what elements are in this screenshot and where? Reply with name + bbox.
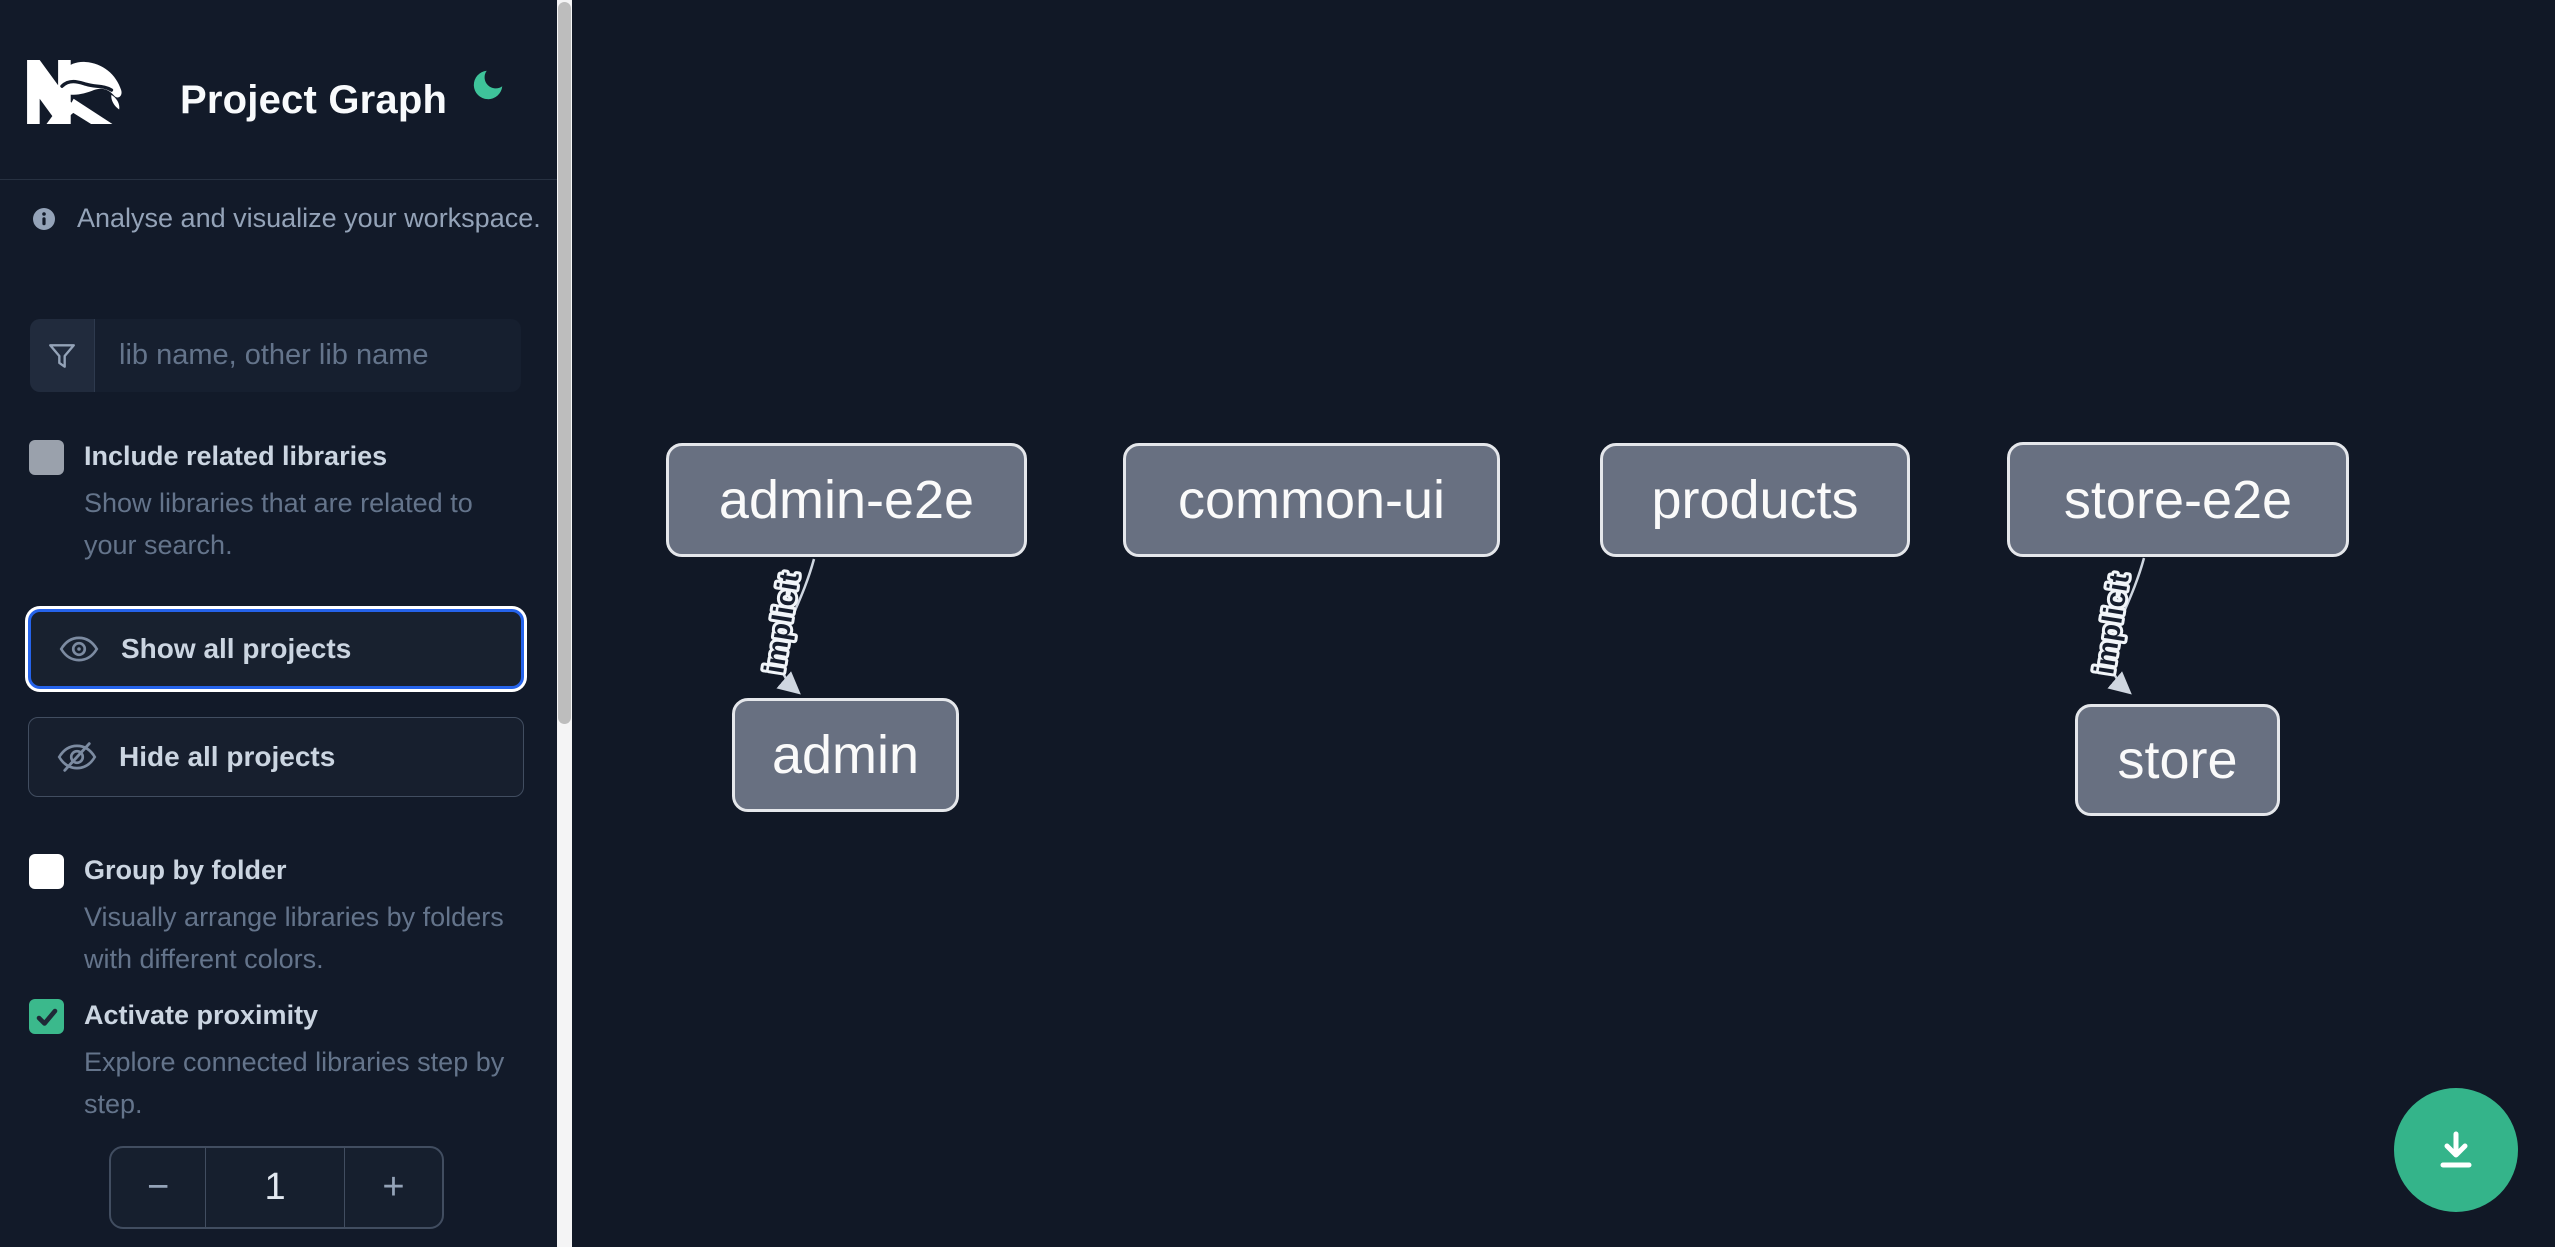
edge-label-implicit: implicit	[758, 570, 805, 676]
include-related-description: Show libraries that are related to your …	[84, 488, 473, 560]
proximity-stepper: − 1 +	[109, 1146, 444, 1229]
sidebar-scrollbar-thumb[interactable]	[558, 2, 571, 724]
graph-node-admin-e2e[interactable]: admin-e2e	[666, 443, 1027, 557]
graph-node-store[interactable]: store	[2075, 704, 2280, 816]
sidebar-scrollbar-track	[557, 0, 572, 1247]
graph-edges-layer: implicit implicit	[755, 557, 2146, 695]
funnel-icon	[49, 343, 75, 368]
graph-canvas[interactable]: implicit implicit admin-e2e common-ui pr…	[572, 0, 2555, 1247]
filter-search-box	[30, 319, 521, 392]
graph-node-admin[interactable]: admin	[732, 698, 959, 812]
checkmark-icon	[36, 1008, 57, 1026]
info-icon	[33, 207, 55, 230]
hide-all-projects-button[interactable]: Hide all projects	[28, 717, 524, 797]
include-related-checkbox[interactable]	[29, 440, 64, 475]
workspace-tagline: Analyse and visualize your workspace.	[77, 203, 541, 233]
workspace-tagline-row: Analyse and visualize your workspace.	[33, 203, 541, 234]
group-by-folder-description: Visually arrange libraries by folders wi…	[84, 902, 504, 974]
header-divider	[0, 179, 557, 180]
filter-icon-cell	[30, 319, 95, 392]
show-all-projects-button[interactable]: Show all projects	[28, 609, 524, 689]
proximity-value: 1	[264, 1166, 286, 1208]
proximity-decrement-button[interactable]: −	[111, 1148, 207, 1227]
activate-proximity-label: Activate proximity	[84, 1000, 319, 1030]
filter-search-input[interactable]	[95, 319, 521, 392]
group-by-folder-checkbox[interactable]	[29, 854, 64, 889]
moon-icon	[473, 70, 503, 99]
edge-label-implicit: implicit	[2088, 571, 2135, 677]
group-by-folder-label: Group by folder	[84, 855, 287, 885]
nx-logo	[27, 60, 122, 124]
proximity-increment-button[interactable]: +	[343, 1148, 442, 1227]
hide-all-projects-label: Hide all projects	[119, 741, 336, 772]
theme-toggle-button[interactable]	[466, 64, 510, 108]
graph-node-common-ui[interactable]: common-ui	[1123, 443, 1500, 557]
graph-node-store-e2e[interactable]: store-e2e	[2007, 442, 2349, 557]
edge-store-e2e-store	[2107, 557, 2146, 695]
sidebar: Project Graph Analyse and visualize your…	[0, 0, 572, 1247]
download-graph-button[interactable]	[2394, 1088, 2518, 1212]
activate-proximity-description: Explore connected libraries step by step…	[84, 1047, 505, 1119]
graph-node-products[interactable]: products	[1600, 443, 1910, 557]
download-icon	[2440, 1131, 2472, 1168]
include-related-label: Include related libraries	[84, 441, 388, 471]
show-all-projects-label: Show all projects	[121, 633, 352, 664]
edge-admin-e2e-admin	[776, 558, 816, 695]
eye-icon	[59, 636, 99, 662]
eye-off-icon	[57, 742, 97, 772]
page-title: Project Graph	[180, 78, 448, 122]
activate-proximity-checkbox[interactable]	[29, 999, 64, 1034]
